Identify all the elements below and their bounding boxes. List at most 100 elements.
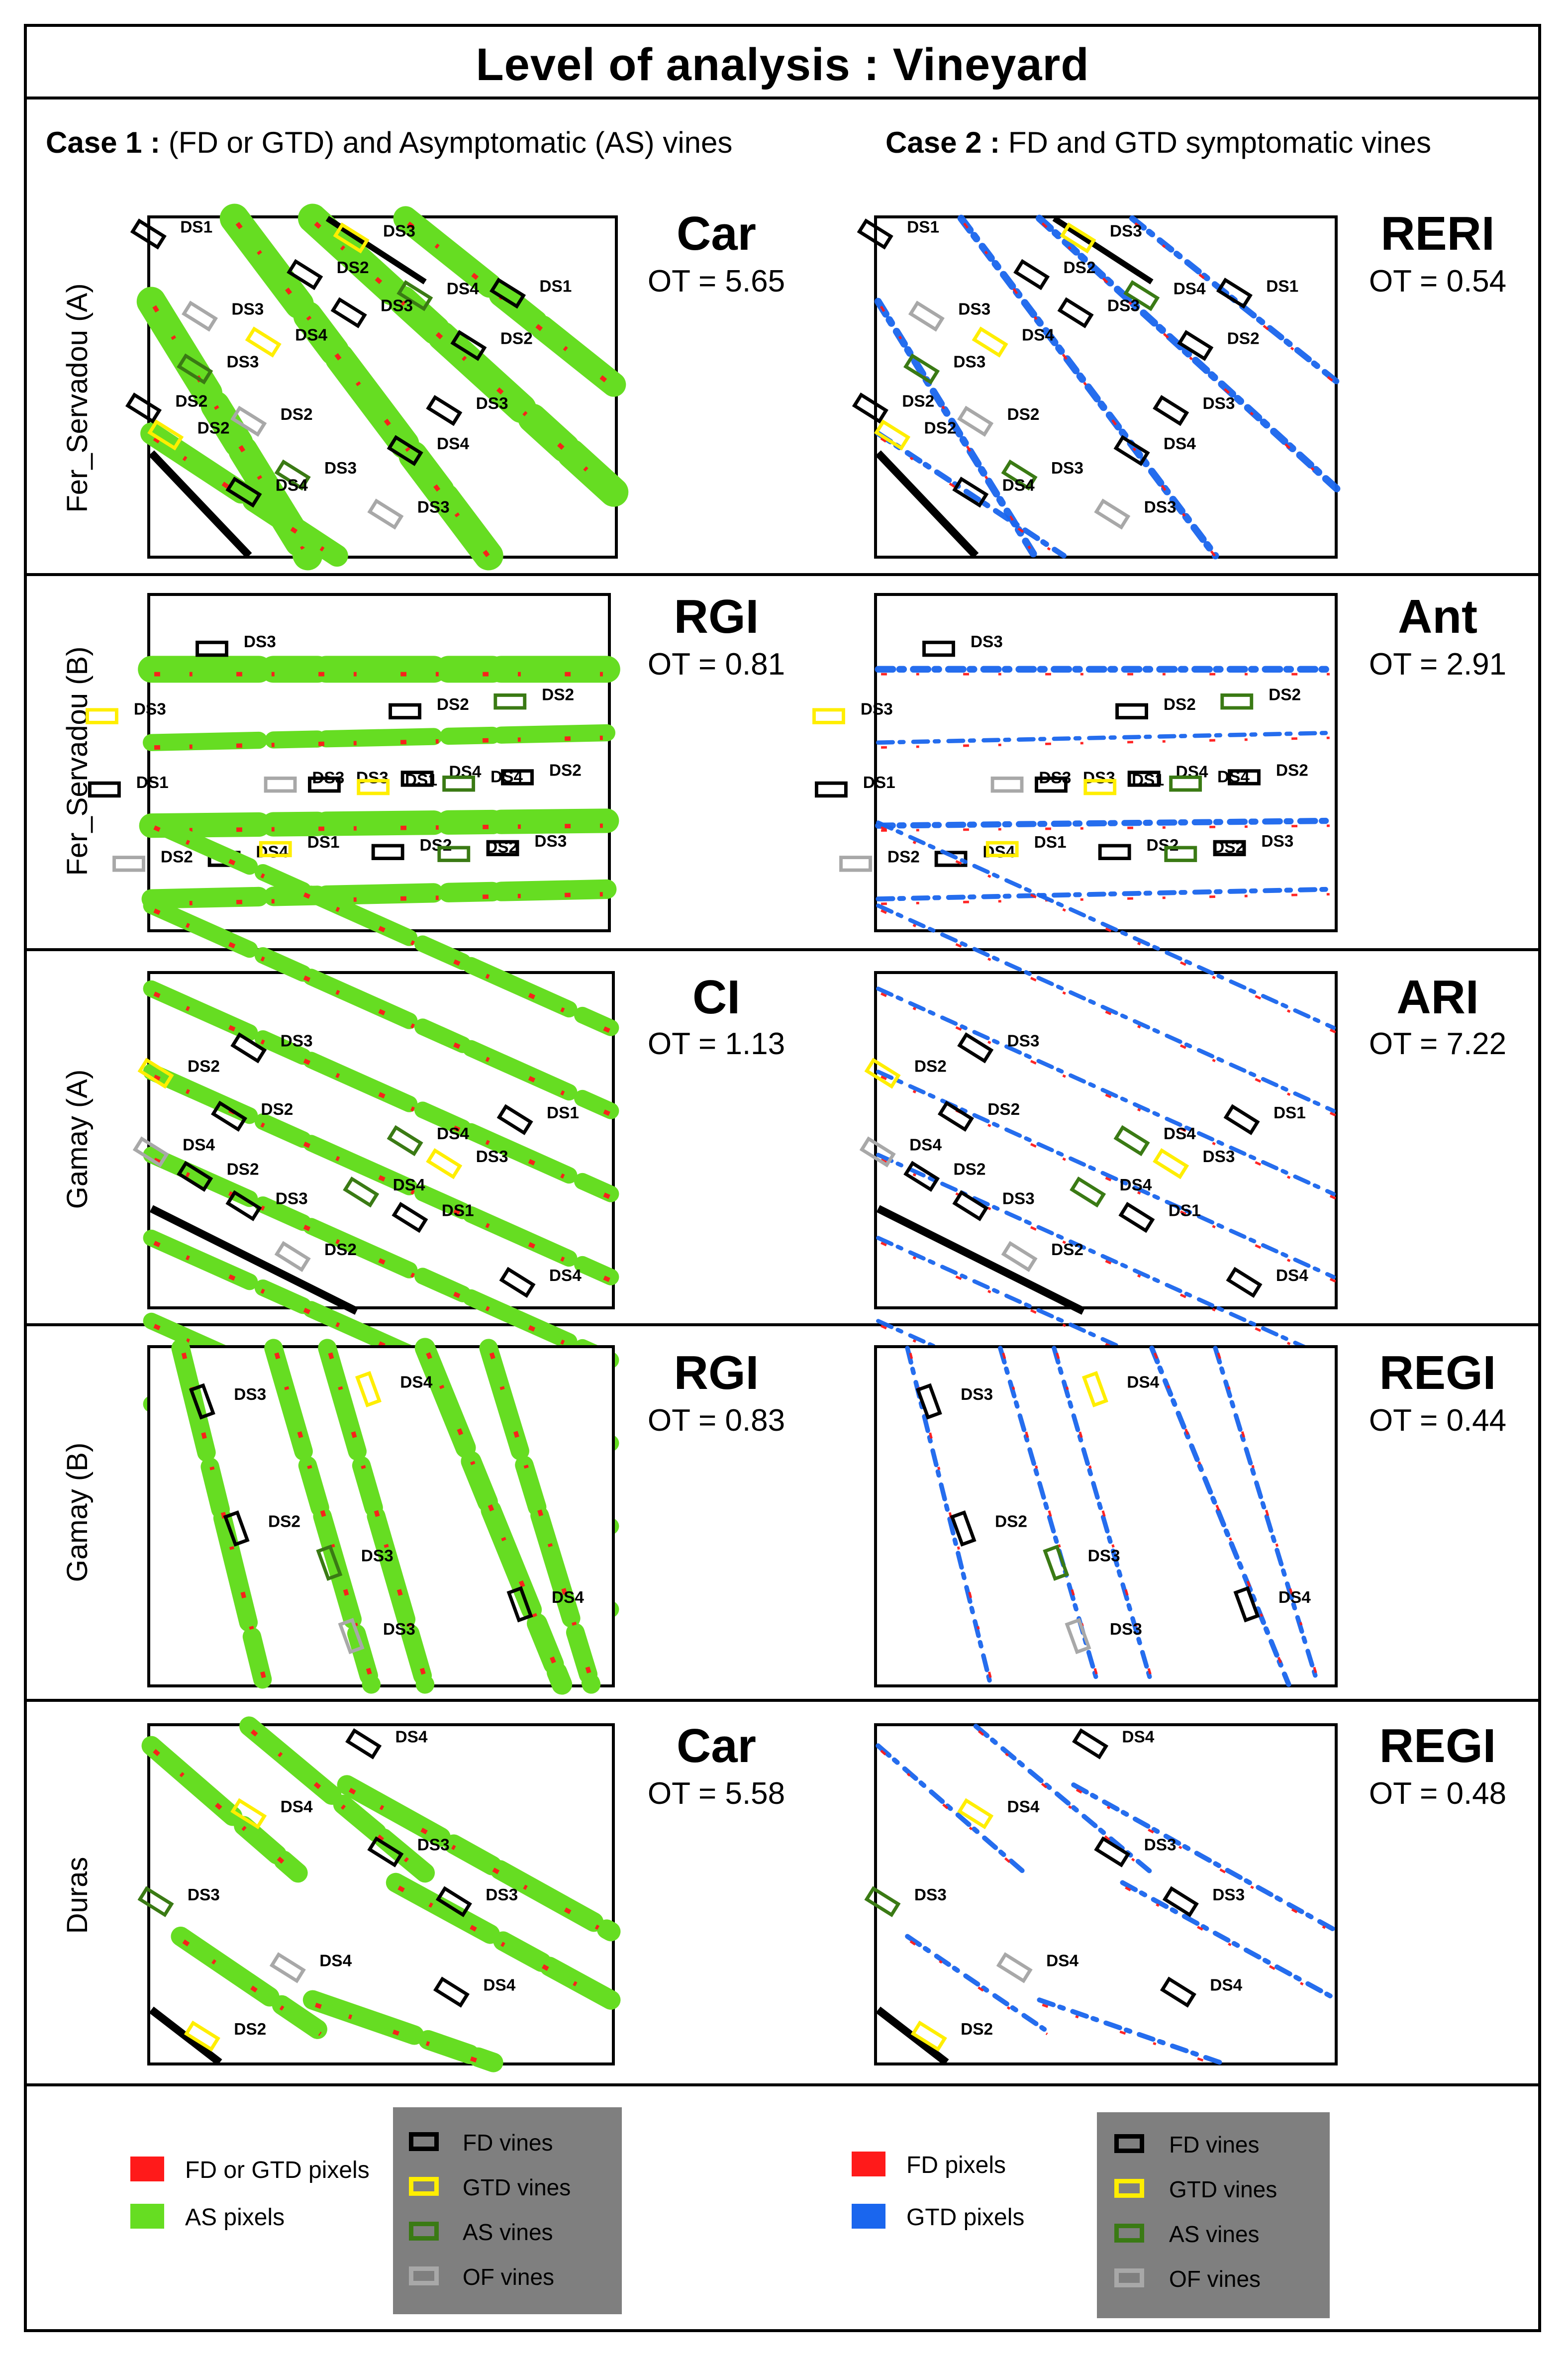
vine-class-label: DS2 <box>1064 259 1096 277</box>
vine-class-label: DS4 <box>1164 435 1196 453</box>
vine-class-label: DS3 <box>1088 1547 1120 1565</box>
vine-class-label: DS4 <box>1002 476 1035 494</box>
case1-header: Case 1 : (FD or GTD) and Asymptomatic (A… <box>46 125 732 160</box>
vine-marker: DS4 <box>996 1952 1079 1983</box>
vine-box <box>1098 844 1131 860</box>
vine-box <box>1035 776 1068 793</box>
vine-marker: DS2 <box>287 259 369 291</box>
vine-box <box>259 841 292 858</box>
vine-marker: DS2 <box>389 695 469 720</box>
vine-box <box>333 222 370 254</box>
vine-class-label: DS2 <box>914 1057 947 1076</box>
vine-box <box>1118 1202 1155 1233</box>
vine-box <box>1162 1886 1199 1917</box>
symptom-pixels <box>153 991 615 1201</box>
vine-class-label: DS4 <box>400 1374 432 1392</box>
vine-box <box>345 1728 382 1760</box>
vine-box <box>147 419 184 451</box>
vine-class-label: DS3 <box>961 1385 993 1404</box>
vine-class-label: DS2 <box>500 330 533 348</box>
vine-box <box>1169 776 1202 792</box>
vine-box <box>1060 222 1096 254</box>
vine-row-stripe <box>143 980 619 1202</box>
vine-box <box>437 846 471 862</box>
vine-marker: DS2 <box>1228 762 1308 785</box>
vine-box <box>269 1952 306 1983</box>
vine-class-label: DS2 <box>1007 405 1040 424</box>
vine-class-label: DS1 <box>136 774 169 792</box>
vine-class-label: DS4 <box>1127 1374 1159 1392</box>
legend2-blue-swatch <box>852 2204 885 2229</box>
vine-class-label: DS3 <box>1144 498 1176 517</box>
vine-marker: DS2 <box>147 419 230 451</box>
vine-box <box>990 776 1024 793</box>
vine-box <box>1223 1104 1260 1135</box>
vine-row-stripe <box>139 808 619 838</box>
vine-class-label: DS2 <box>437 695 469 714</box>
vine-marker: DS1 <box>88 774 169 798</box>
vine-marker: DS2 <box>852 392 934 424</box>
vine-box <box>112 856 145 872</box>
vine-box <box>230 405 267 437</box>
vine-row-stripe <box>239 1716 435 1883</box>
vine-box <box>230 1798 267 1830</box>
vine-box <box>1113 1125 1150 1157</box>
vine-box <box>426 1148 463 1179</box>
vine-class-label: DS3 <box>953 353 985 372</box>
index-name-r1-case1: Car <box>676 207 757 260</box>
vine-box <box>952 1190 989 1221</box>
figure-frame <box>24 24 1541 2332</box>
vine-class-label: DS2 <box>961 2020 993 2039</box>
vine-box <box>274 1241 311 1272</box>
vine-box <box>287 259 323 291</box>
vine-class-label: DS3 <box>476 394 508 413</box>
vine-class-label: DS2 <box>281 405 313 424</box>
vine-marker: DS2 <box>450 330 533 361</box>
vine-class-label: DS1 <box>1266 277 1298 295</box>
symptom-pixels <box>909 1940 1048 2036</box>
vine-marker: DS2 <box>371 836 452 860</box>
vine-marker: DS1 <box>814 774 895 798</box>
symptom-pixels <box>881 1159 1337 1367</box>
vine-box <box>1115 703 1148 720</box>
symptom-pixels <box>153 908 615 1118</box>
vine-box <box>493 693 527 710</box>
legend1-red-label: FD or GTD pixels <box>185 2157 370 2183</box>
vine-class-label: DS3 <box>476 1148 508 1166</box>
vine-box <box>1043 1544 1070 1581</box>
vine-box <box>316 1544 343 1581</box>
legend2-gtd-label: GTD vines <box>1169 2176 1277 2202</box>
vine-box <box>812 708 845 724</box>
vine-marker: DS3 <box>367 1836 450 1867</box>
index-name-r3-case2: ARI <box>1396 971 1479 1024</box>
vine-box <box>125 393 162 424</box>
vine-box <box>934 851 968 867</box>
legend1-box-panel <box>393 2107 622 2314</box>
vine-box <box>1001 459 1038 491</box>
vine-class-label: DS2 <box>995 1513 1027 1531</box>
legend2-of-label: OF vines <box>1169 2266 1261 2292</box>
vine-marker: DS4 <box>859 1136 942 1168</box>
vine-marker: DS2 <box>223 1510 300 1547</box>
vine-box <box>857 218 893 250</box>
vine-class-label: DS2 <box>337 259 369 277</box>
vine-class-label: DS3 <box>1107 297 1140 315</box>
vine-class-label: DS3 <box>188 1886 220 1904</box>
row-divider-3 <box>24 1323 1541 1326</box>
vine-box <box>387 435 423 466</box>
ot-value-r5-case2: OT = 0.48 <box>1369 1776 1507 1811</box>
vine-class-label: DS4 <box>1007 1798 1040 1816</box>
vine-marker: DS3 <box>915 1383 993 1420</box>
vine-class-label: DS2 <box>954 1161 986 1179</box>
vine-class-label: DS4 <box>1164 1125 1196 1143</box>
symptom-pixels <box>880 305 1039 562</box>
vine-box <box>864 1886 901 1917</box>
legend2-red-swatch <box>852 2152 885 2176</box>
vine-marker: DS4 <box>1070 1176 1152 1208</box>
vine-class-label: DS3 <box>417 498 450 517</box>
vine-box <box>1065 1618 1091 1655</box>
vine-class-label: DS3 <box>356 769 389 787</box>
vine-class-label: DS2 <box>1227 330 1260 348</box>
